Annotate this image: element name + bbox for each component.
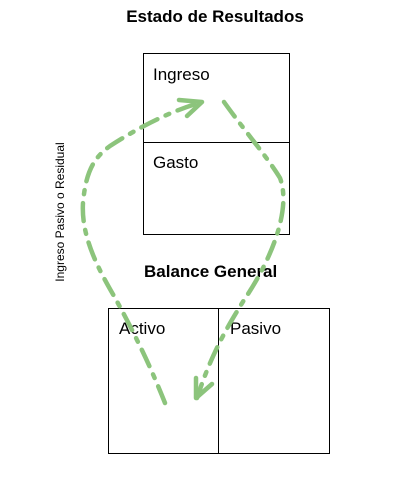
expense-label: Gasto bbox=[153, 153, 199, 172]
flow-arrow-income-to-liability bbox=[194, 99, 286, 401]
expense-box: Gasto bbox=[143, 142, 290, 235]
liability-box: Pasivo bbox=[218, 308, 330, 454]
arrowhead-liability bbox=[193, 375, 215, 401]
arrowhead-income bbox=[176, 97, 205, 119]
income-label: Ingreso bbox=[153, 65, 210, 84]
asset-box: Activo bbox=[108, 308, 219, 454]
balance-sheet-title: Balance General bbox=[144, 262, 278, 281]
liability-label: Pasivo bbox=[230, 319, 282, 338]
flow-arrow-asset-to-income bbox=[80, 99, 205, 406]
income-statement-title: Estado de Resultados bbox=[126, 7, 304, 26]
income-box: Ingreso bbox=[143, 53, 290, 143]
